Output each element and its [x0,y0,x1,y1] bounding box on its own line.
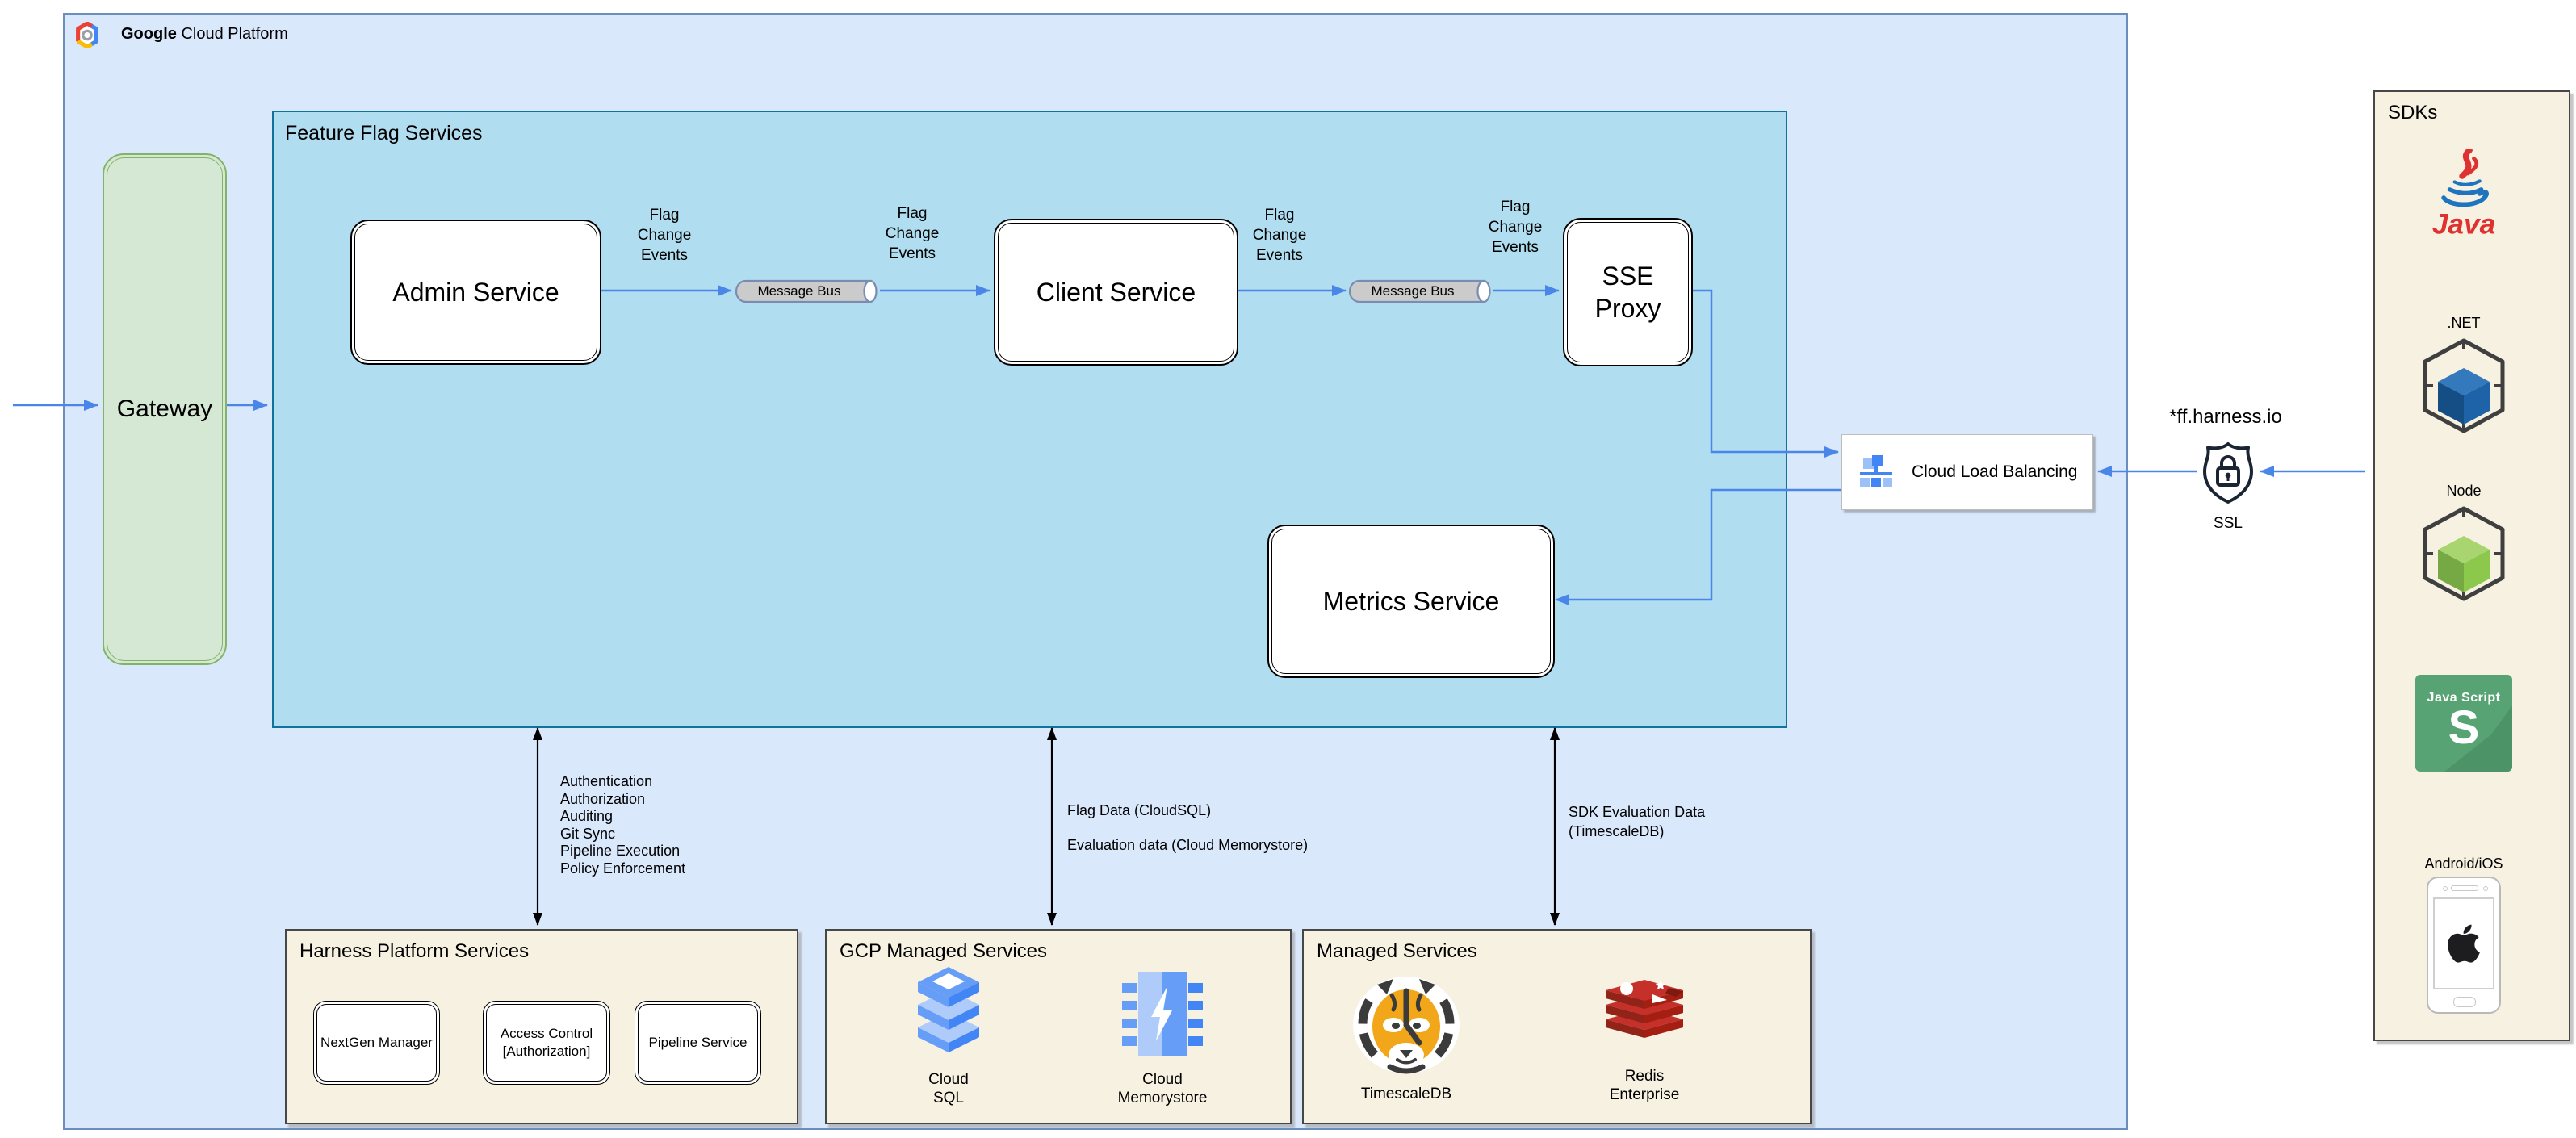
access-control-node: Access Control [Authorization] [483,1001,610,1085]
metrics-service-label: Metrics Service [1322,587,1500,616]
gcp-header-brand: Google [121,25,177,43]
metrics-service-node: Metrics Service [1267,525,1555,678]
cloud-sql-icon [915,967,982,1057]
managed-title: Managed Services [1317,940,1477,962]
evaluation-data-label: Evaluation data (Cloud Memorystore) [1067,837,1309,853]
timescaledb-label: TimescaleDB [1360,1086,1452,1102]
redis-icon [1601,980,1688,1059]
client-service-node: Client Service [994,219,1238,366]
gcp-header-rest: Cloud Platform [176,25,288,43]
nextgen-manager-node: NextGen Manager [313,1001,440,1085]
redis-enterprise-label: Redis Enterprise [1609,1068,1680,1103]
client-service-label: Client Service [1036,278,1196,307]
admin-service-label: Admin Service [392,278,559,307]
apple-logo-icon [2448,924,2480,963]
feature-flag-services-title: Feature Flag Services [285,122,483,144]
cylinder-icon [735,279,878,303]
flag-change-events-label-2: Flag Change Events [885,205,940,262]
access-control-label: Access Control [Authorization] [500,1026,593,1059]
phone-sensor-dot [2483,886,2488,891]
javascript-icon: Java Script S [2415,675,2512,772]
message-bus-2: Message Bus [1348,279,1492,303]
javascript-title: Java Script [2427,691,2501,705]
flag-data-label: Flag Data (CloudSQL) [1067,802,1212,818]
timescaledb-tiger-icon [1351,975,1461,1077]
phone-speaker [2451,885,2478,891]
phone-screen [2433,897,2494,989]
sdk-evaluation-data-label: SDK Evaluation Data (TimescaleDB) [1569,804,1706,839]
gcp-managed-title: GCP Managed Services [840,940,1048,962]
mobile-phone-icon [2427,877,2501,1014]
harness-platform-title: Harness Platform Services [299,940,530,962]
nextgen-manager-label: NextGen Manager [320,1035,433,1050]
platform-capabilities-list: Authentication Authorization Auditing Gi… [560,773,686,877]
ssl-label: SSL [2214,515,2243,532]
admin-service-node: Admin Service [350,220,601,365]
android-ios-label: Android/iOS [2424,856,2503,872]
gcp-logo-icon [75,22,99,48]
ssl-shield-icon [2200,441,2256,505]
flag-change-events-label-4: Flag Change Events [1488,199,1543,256]
message-bus-label: Message Bus [1371,283,1455,299]
cloud-sql-label: Cloud SQL [928,1071,969,1107]
sse-proxy-label: SSE Proxy [1594,261,1661,323]
gateway-node: Gateway [103,153,227,665]
gcp-managed-services-panel: GCP Managed Services [825,929,1292,1124]
cloud-memorystore-label: Cloud Memorystore [1117,1071,1208,1107]
java-logo-icon: Java [2431,149,2496,242]
dotnet-label: .NET [2447,315,2481,331]
sdks-title: SDKs [2388,102,2438,123]
message-bus-label: Message Bus [757,283,841,299]
harness-domain-label: *ff.harness.io [2169,406,2282,428]
node-cube-icon [2419,504,2509,604]
gateway-label: Gateway [116,395,213,422]
cylinder-icon [1348,279,1491,303]
phone-camera-dot [2443,886,2448,891]
pipeline-service-node: Pipeline Service [635,1001,761,1085]
dotnet-cube-icon [2419,336,2509,436]
gcp-header-title: Google Cloud Platform [121,25,288,44]
pipeline-service-label: Pipeline Service [648,1035,748,1050]
message-bus-1: Message Bus [735,279,878,303]
svg-text:Java: Java [2432,209,2495,241]
sse-proxy-node: SSE Proxy [1563,218,1693,366]
managed-services-panel: Managed Services [1302,929,1812,1124]
node-label: Node [2446,483,2482,499]
cloud-load-balancing-label: Cloud Load Balancing [1912,462,2078,481]
cloud-load-balancing-node: Cloud Load Balancing [1841,434,2093,510]
cloud-memorystore-icon [1120,970,1204,1057]
flag-change-events-label-1: Flag Change Events [637,207,692,264]
phone-home-button [2453,997,2476,1007]
load-balancer-icon [1860,455,1892,487]
javascript-letter: S [2448,701,2480,754]
flag-change-events-label-3: Flag Change Events [1252,207,1307,264]
